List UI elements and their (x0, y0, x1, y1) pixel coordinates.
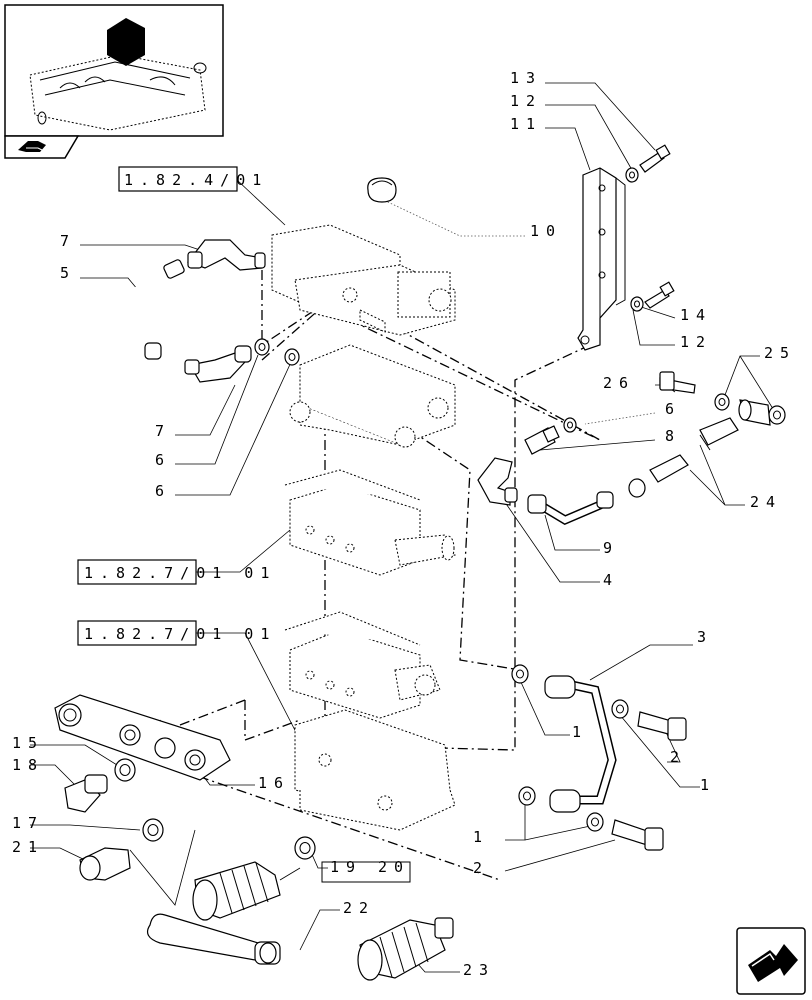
washer-part-12-top[interactable] (625, 167, 639, 183)
bolt-part-13[interactable] (639, 144, 671, 173)
callout-19: 19 (330, 858, 362, 876)
chain-part-22[interactable] (147, 913, 281, 965)
callout-10: 10 (530, 222, 562, 240)
clip-part-10[interactable] (367, 177, 397, 203)
pipe-part-9[interactable] (527, 491, 614, 526)
callout-1: 1 (700, 776, 716, 794)
washer-part-25[interactable] (714, 393, 786, 425)
adapter-part-8[interactable] (524, 425, 560, 455)
book-icon[interactable] (4, 135, 80, 159)
callout-20: 20 (378, 858, 410, 876)
callout-14: 14 (680, 306, 712, 324)
reference-label: 1.82.7/01 01 (84, 625, 276, 643)
washer-part-1-c[interactable] (518, 786, 536, 806)
pipe-part-5[interactable] (97, 259, 185, 360)
reference-box-2[interactable]: 1.82.7/01 01 (77, 559, 276, 585)
callout-6: 6 (665, 400, 681, 418)
pipe-part-3[interactable] (544, 675, 617, 813)
callout-12: 12 (680, 333, 712, 351)
callout-1: 1 (473, 828, 489, 846)
callout-8: 8 (665, 427, 681, 445)
callout-3: 3 (697, 628, 713, 646)
bolt-part-26[interactable] (659, 371, 696, 394)
washer-part-6-c[interactable] (563, 417, 577, 433)
coupler-part-23[interactable] (357, 917, 454, 981)
washer-part-1-a[interactable] (511, 664, 529, 684)
callout-6: 6 (155, 451, 171, 469)
callout-26: 26 (603, 374, 635, 392)
callout-22: 22 (343, 899, 375, 917)
bracket-part-11[interactable] (577, 167, 626, 351)
washer-part-19[interactable] (294, 836, 316, 860)
reference-box-1[interactable]: 1.82.4/01 (118, 166, 268, 192)
callout-11: 11 (510, 115, 542, 133)
callout-7: 7 (155, 422, 171, 440)
callout-labels: 13 12 11 10 7 5 7 6 6 14 12 25 26 6 8 24… (12, 69, 796, 979)
plug-part-18[interactable] (64, 774, 108, 813)
coupler-part-20[interactable] (192, 861, 281, 921)
fitting-part-25[interactable] (738, 399, 771, 426)
fitting-part-21[interactable] (79, 847, 131, 881)
reference-label: 1.82.7/01 01 (84, 564, 276, 582)
bolt-part-2-b[interactable] (611, 819, 664, 851)
callout-7: 7 (60, 232, 76, 250)
callout-13: 13 (510, 69, 542, 87)
manifold-part-16[interactable] (54, 694, 231, 781)
washer-part-1-d[interactable] (586, 812, 604, 832)
valve-block-middle[interactable] (289, 344, 456, 448)
callout-25: 25 (764, 344, 796, 362)
section-valve-upper[interactable] (284, 469, 456, 576)
hose-part-24[interactable] (628, 417, 739, 498)
callout-2: 2 (473, 859, 489, 877)
elbow-part-7-top[interactable] (187, 239, 266, 271)
callout-18: 18 (12, 756, 44, 774)
washer-part-6-b[interactable] (284, 348, 300, 366)
callout-23: 23 (463, 961, 495, 979)
callout-15: 15 (12, 734, 44, 752)
reference-box-3[interactable]: 1.82.7/01 01 (77, 620, 276, 646)
callout-24: 24 (750, 493, 782, 511)
callout-4: 4 (603, 571, 619, 589)
washer-part-1-b[interactable] (611, 699, 629, 719)
washer-part-6-a[interactable] (254, 338, 270, 356)
base-housing[interactable] (294, 709, 456, 831)
washer-part-15[interactable] (114, 758, 136, 782)
elbow-part-4[interactable] (477, 457, 518, 506)
elbow-part-7-bottom[interactable] (184, 345, 252, 383)
valve-assembly-top[interactable] (271, 224, 456, 336)
next-page-arrow-icon[interactable] (736, 927, 806, 995)
callout-19-20-box (321, 861, 411, 883)
callout-2: 2 (670, 748, 686, 766)
thumbnail-overview[interactable] (4, 4, 224, 137)
callout-21: 21 (12, 838, 44, 856)
callout-17: 17 (12, 814, 44, 832)
reference-label: 1.82.4/01 (124, 171, 268, 189)
washer-part-17[interactable] (142, 818, 164, 842)
callout-6: 6 (155, 482, 171, 500)
callout-12: 12 (510, 92, 542, 110)
bolt-part-14[interactable] (644, 281, 675, 309)
callout-16: 16 (258, 774, 290, 792)
callout-1: 1 (572, 723, 588, 741)
callout-5: 5 (60, 264, 76, 282)
washer-part-12-bottom[interactable] (630, 296, 644, 312)
bolt-part-2-a[interactable] (637, 711, 687, 741)
callout-9: 9 (603, 539, 619, 557)
section-valve-lower[interactable] (284, 611, 441, 719)
